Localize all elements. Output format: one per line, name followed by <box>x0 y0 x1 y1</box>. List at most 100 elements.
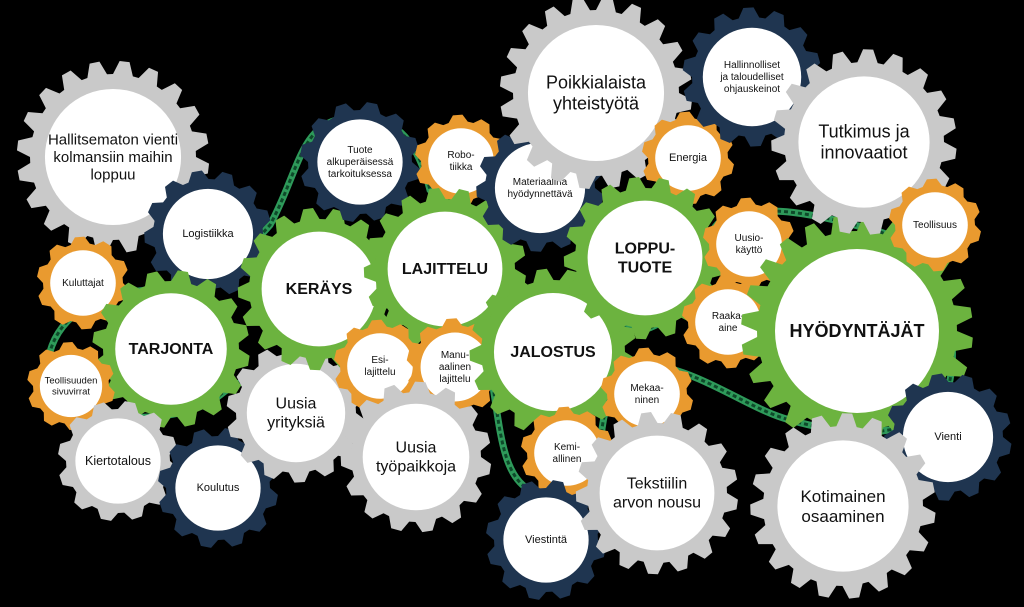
gear-label-line: Hallinnolliset <box>724 60 780 71</box>
gear-label-line: Kuluttajat <box>62 278 104 289</box>
gear-face <box>527 24 665 162</box>
gear-label-line: Logistiikka <box>182 228 234 240</box>
gear-face <box>44 88 182 226</box>
gear-face <box>175 445 261 531</box>
gear-face <box>50 250 116 316</box>
gear-label-line: Tuote <box>347 145 373 156</box>
gear-face <box>428 128 494 194</box>
gear-label-line: Teollisuus <box>913 220 957 231</box>
gear-label-line: Uusia <box>276 395 317 412</box>
gear-logistiikka: Logistiikka <box>144 170 272 298</box>
gear-label-line: käyttö <box>736 244 763 255</box>
gear-label-line: aalinen <box>439 362 471 373</box>
gear-label: Uusia yrityksiä <box>267 395 325 431</box>
gear-face <box>246 363 346 463</box>
gear-label-line: lajittelu <box>439 373 470 384</box>
gear-face <box>317 119 403 205</box>
gear-face <box>775 249 939 413</box>
gear-label-line: Kemi- <box>554 442 580 453</box>
gear-label: Raaka-aine <box>712 311 744 334</box>
gear-face <box>387 211 503 327</box>
gear-label: Kuluttajat <box>62 278 104 289</box>
gear-lopputuote: LOPPU-TUOTE <box>563 177 726 340</box>
gear-label-line: allinen <box>553 453 582 464</box>
gear-label-line: JALOSTUS <box>510 344 596 361</box>
gear-label-line: yrityksiä <box>267 414 325 431</box>
gear-face <box>614 361 680 427</box>
gear-face <box>587 200 703 316</box>
gear-face <box>902 192 968 258</box>
gear-label-line: KERÄYS <box>286 280 353 298</box>
gear-face <box>261 231 377 347</box>
gear-label-line: Poikkialaista <box>546 72 647 92</box>
gear-face <box>902 391 994 483</box>
gear-label: Viestintä <box>525 534 568 546</box>
gear-face <box>695 289 761 355</box>
gear-label-line: HYÖDYNTÄJÄT <box>789 321 924 341</box>
gear-label: LOPPU-TUOTE <box>615 240 675 276</box>
gear-label-line: TARJONTA <box>129 341 214 358</box>
gear-label: Kiertotalous <box>85 454 151 468</box>
gear-label-line: Teollisuuden <box>45 375 98 386</box>
gear-label-line: yhteistyötä <box>553 94 640 114</box>
gear-viestinta: Viestintä <box>486 480 606 600</box>
gear-label-line: Esi- <box>371 355 388 366</box>
gear-label-line: sivuvirrat <box>52 386 90 397</box>
gear-label: Teollisuus <box>913 220 957 231</box>
gear-label-line: LOPPU- <box>615 240 675 257</box>
gear-face <box>503 497 589 583</box>
gear-label-line: Tutkimus ja <box>818 121 910 141</box>
gear-label-line: innovaatiot <box>820 143 907 163</box>
gear-face <box>655 125 721 191</box>
gear-face <box>798 76 930 208</box>
gear-label: HYÖDYNTÄJÄT <box>789 321 924 341</box>
gear-label-line: Uusia <box>396 439 437 456</box>
gear-label: Uusia työpaikkoja <box>376 439 456 475</box>
gear-label: TARJONTA <box>129 341 214 358</box>
gear-face <box>362 403 470 511</box>
gear-label-line: ja taloudelliset <box>719 72 784 83</box>
gear-face <box>39 354 103 418</box>
gear-uusia-tyopaikkoja: Uusia työpaikkoja <box>340 381 492 533</box>
gear-face <box>599 435 715 551</box>
gear-label: JALOSTUS <box>510 344 596 361</box>
gear-label-line: hyödynnettävä <box>507 188 572 199</box>
gear-label: Uusio-käyttö <box>735 233 764 256</box>
gear-label-line: työpaikkoja <box>376 458 456 475</box>
gear-label-line: Mekaa- <box>630 383 663 394</box>
gear-face <box>75 418 161 504</box>
gear-label: Koulutus <box>197 482 240 494</box>
gear-teollisuus: Teollisuus <box>889 178 981 272</box>
gear-label-line: ninen <box>635 394 659 405</box>
gear-label-line: ohjauskeinot <box>724 83 780 94</box>
gear-label-line: Materiaalina <box>513 177 568 188</box>
gear-face <box>777 440 909 572</box>
gear-label-line: loppuu <box>90 166 135 183</box>
gear-uusia-yrityksia: Uusia yrityksiä <box>226 343 366 483</box>
gear-face <box>347 333 413 399</box>
gear-label-line: osaaminen <box>801 507 884 526</box>
gear-label-line: tiikka <box>450 161 473 172</box>
gear-label-line: arvon nousu <box>613 494 701 511</box>
gear-label-line: Raaka- <box>712 311 744 322</box>
gear-label: Robo-tiikka <box>447 150 474 173</box>
gear-label-line: Viestintä <box>525 534 568 546</box>
gear-label-line: Hallitsematon vienti <box>48 131 178 148</box>
gear-label-line: Energia <box>669 152 708 164</box>
gear-label-line: Manu- <box>441 350 469 361</box>
gear-label: Logistiikka <box>182 228 234 240</box>
